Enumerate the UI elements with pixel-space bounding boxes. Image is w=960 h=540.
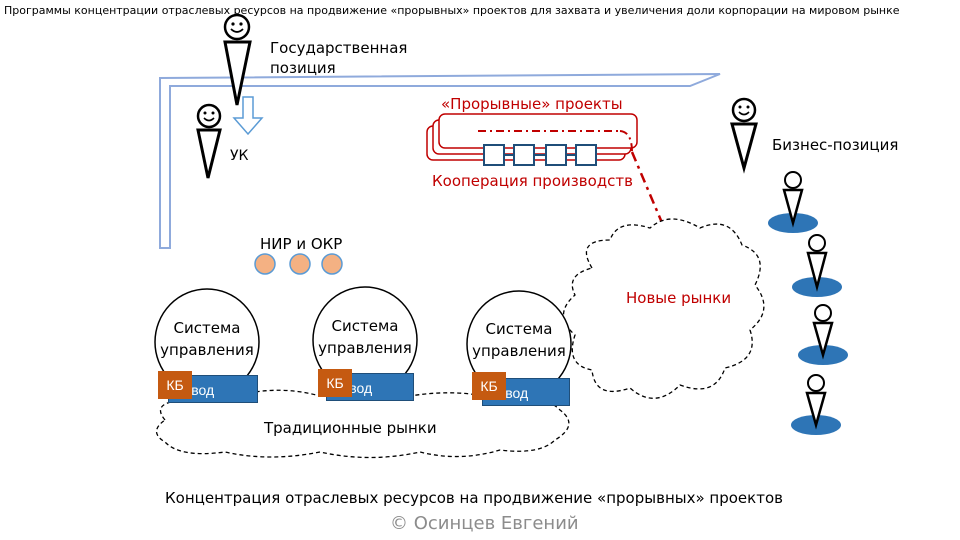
person-uk-icon	[196, 103, 222, 179]
breakthrough-projects-stack	[426, 113, 638, 166]
person-state-icon	[223, 13, 252, 106]
state-frame	[159, 73, 721, 249]
system-label: Система управления	[160, 319, 254, 359]
nir-okr-label: НИР и ОКР	[260, 235, 343, 253]
system-label: Система управления	[472, 320, 566, 360]
page-title: Программы концентрации отраслевых ресурс…	[4, 4, 900, 17]
production-cooperation-label: Кооперация производств	[432, 172, 633, 190]
breakthrough-projects-label: «Прорывные» проекты	[441, 95, 623, 113]
nir-okr-circles	[254, 253, 343, 275]
caption: Концентрация отраслевых ресурсов на прод…	[165, 489, 783, 507]
traditional-markets-cloud	[155, 389, 570, 459]
down-arrow-icon	[232, 96, 264, 136]
kb-box: КБ	[318, 369, 352, 397]
kb-box: КБ	[472, 372, 506, 400]
business-position-label: Бизнес-позиция	[772, 136, 899, 154]
new-markets-cloud	[562, 218, 765, 399]
person-business-icon	[730, 97, 758, 174]
investor-group	[768, 171, 848, 435]
system-label: Система управления	[318, 317, 412, 357]
system-circles	[154, 286, 572, 398]
uk-label: УК	[230, 148, 249, 164]
new-markets-label: Новые рынки	[626, 289, 732, 307]
state-position-label: Государственная позиция	[270, 39, 408, 77]
kb-box: КБ	[158, 371, 192, 399]
copyright: © Осинцев Евгений	[390, 513, 579, 534]
traditional-markets-label: Традиционные рынки	[264, 419, 437, 437]
